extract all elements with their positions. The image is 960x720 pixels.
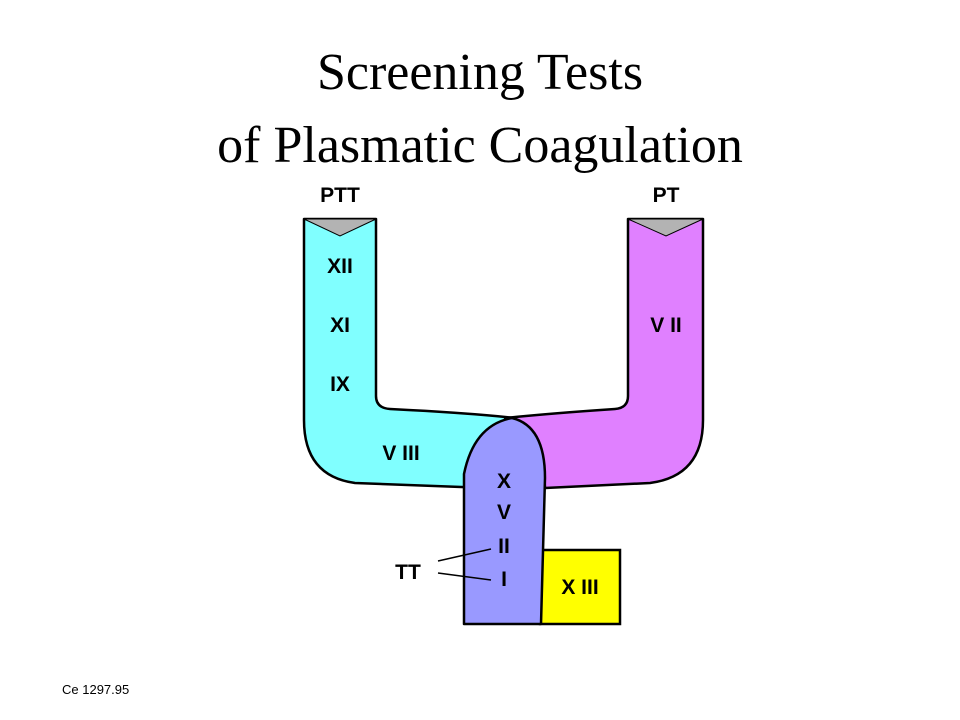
factor-v-label: V <box>497 501 511 524</box>
factor-ix-label: IX <box>330 373 350 396</box>
slide-title-line-2: of Plasmatic Coagulation <box>217 117 743 174</box>
tt-label: TT <box>395 561 421 584</box>
factor-i-label: I <box>501 568 507 591</box>
factor-vii-label: V II <box>650 314 682 337</box>
slide-footer-code: Ce 1297.95 <box>62 682 130 697</box>
factor-x-label: X <box>497 470 511 493</box>
tt-pointer-line-upper <box>437 548 492 562</box>
tt-pointer-line-lower <box>437 572 492 581</box>
ptt-inlet-cap <box>303 218 377 237</box>
slide-title-line-1: Screening Tests <box>316 44 644 101</box>
intrinsic-branch-ptt <box>302 217 517 490</box>
factor-viii-label: V III <box>382 442 419 465</box>
pt-inlet-cap <box>627 218 704 237</box>
factor-xi-label: XI <box>330 314 350 337</box>
factor-xii-label: XII <box>327 255 353 278</box>
ptt-label: PTT <box>320 184 360 207</box>
pt-label: PT <box>653 184 680 207</box>
factor-xiii-label: X III <box>561 576 598 599</box>
factor-ii-label: II <box>498 535 510 558</box>
factor-xiii-box <box>538 548 622 626</box>
common-pathway-stem <box>462 416 547 626</box>
